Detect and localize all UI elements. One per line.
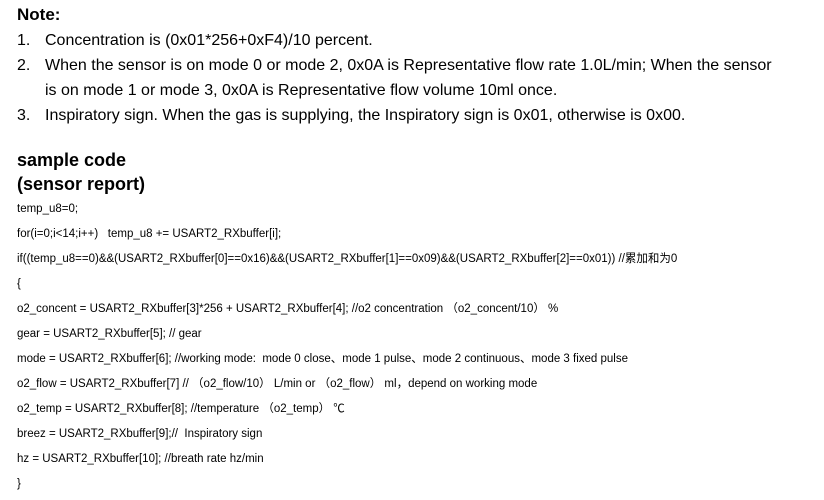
- note-item-text: Inspiratory sign. When the gas is supply…: [45, 103, 824, 128]
- sample-code-title: sample code: [17, 150, 127, 170]
- code-line: o2_flow = USART2_RXbuffer[7] // （o2_flow…: [17, 378, 538, 390]
- note-item-number: 2.: [17, 57, 31, 74]
- code-line: }: [17, 478, 21, 490]
- code-line: breez = USART2_RXbuffer[9];// Inspirator…: [17, 428, 263, 440]
- code-line: temp_u8=0;: [17, 203, 79, 215]
- sample-code-subtitle: (sensor report): [17, 174, 146, 194]
- note-item-number: 3.: [17, 107, 31, 124]
- note-item-text: Concentration is (0x01*256+0xF4)/10 perc…: [45, 28, 824, 53]
- code-line: o2_concent = USART2_RXbuffer[3]*256 + US…: [17, 303, 559, 315]
- code-line: hz = USART2_RXbuffer[10]; //breath rate …: [17, 453, 264, 465]
- note-item-line: is on mode 1 or mode 3, 0x0A is Represen…: [45, 82, 558, 99]
- code-line: mode = USART2_RXbuffer[6]; //working mod…: [17, 353, 628, 365]
- note-title: Note:: [17, 5, 61, 24]
- note-item-line: Inspiratory sign. When the gas is supply…: [45, 107, 686, 124]
- note-item-number: 1.: [17, 32, 31, 49]
- code-line: for(i=0;i<14;i++) temp_u8 += USART2_RXbu…: [17, 228, 282, 240]
- note-item-line: Concentration is (0x01*256+0xF4)/10 perc…: [45, 32, 373, 49]
- code-line: {: [17, 278, 21, 290]
- note-item-line: When the sensor is on mode 0 or mode 2, …: [45, 57, 772, 74]
- code-line: o2_temp = USART2_RXbuffer[8]; //temperat…: [17, 403, 345, 415]
- code-line: gear = USART2_RXbuffer[5]; // gear: [17, 328, 202, 340]
- code-line: if((temp_u8==0)&&(USART2_RXbuffer[0]==0x…: [17, 253, 678, 265]
- note-item-text: When the sensor is on mode 0 or mode 2, …: [45, 53, 824, 103]
